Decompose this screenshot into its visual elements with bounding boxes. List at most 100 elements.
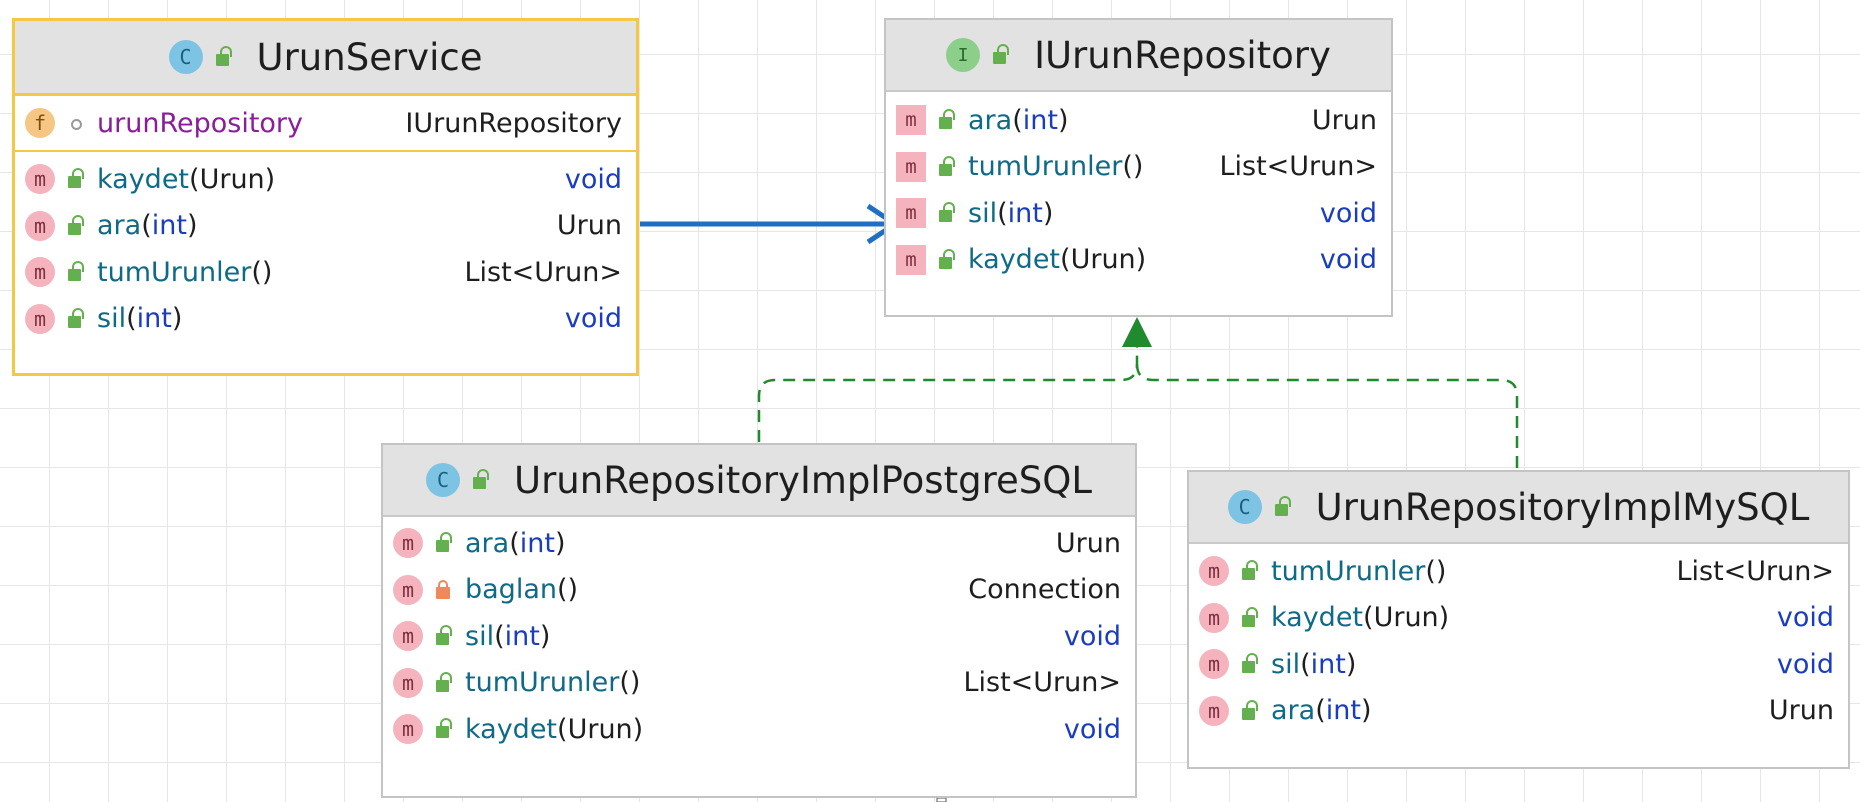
method-icon: m (896, 151, 926, 182)
params-open: ( (997, 197, 1008, 229)
param-type: Urun (567, 713, 633, 745)
param-type: Urun (199, 163, 265, 195)
method-icon: m (1199, 695, 1229, 726)
method-icon: m (896, 244, 926, 275)
method-signature: sil(int) (1271, 649, 1356, 680)
method-row-kaydet[interactable]: m kaydet(Urun) void (886, 237, 1391, 284)
method-name: ara (465, 527, 510, 559)
method-icon: m (1199, 556, 1229, 587)
public-lock-icon (433, 671, 455, 694)
private-lock-icon (433, 579, 455, 601)
params-close: ) (1345, 648, 1357, 680)
return-type: void (1319, 197, 1377, 229)
params-open: ( (126, 303, 137, 335)
method-name: kaydet (465, 713, 558, 745)
params-open: () (1425, 555, 1447, 587)
params-open: () (556, 574, 579, 606)
params-close: ) (632, 713, 644, 745)
method-signature: tumUrunler() (97, 257, 272, 288)
return-type: List<Urun> (963, 667, 1121, 699)
class-icon: C (168, 40, 203, 74)
association-arrow[interactable] (640, 203, 900, 245)
class-header: C UrunService (15, 21, 636, 96)
realization-edge-postgresql[interactable] (757, 345, 1139, 442)
params-close: ) (539, 620, 551, 652)
return-type: void (1776, 602, 1834, 634)
method-icon: m (1199, 649, 1229, 680)
method-name: ara (968, 104, 1013, 136)
class-name: UrunService (256, 35, 483, 79)
public-lock-icon (65, 214, 87, 237)
method-signature: tumUrunler() (968, 151, 1143, 182)
return-type: void (1319, 244, 1377, 276)
field-type: IUrunRepository (405, 107, 622, 139)
public-lock-icon (470, 469, 492, 491)
return-type: void (1063, 713, 1121, 745)
params-close: ) (1057, 104, 1069, 136)
class-name: UrunRepositoryImplMySQL (1315, 485, 1810, 529)
realization-arrowhead (1122, 317, 1152, 347)
params-open: ( (1363, 602, 1374, 634)
class-urunservice[interactable]: C UrunService f urunRepository IUrunRepo… (12, 18, 639, 376)
public-lock-icon (65, 261, 87, 283)
params-open: ( (509, 527, 520, 559)
method-name: tumUrunler (465, 667, 620, 699)
method-name: kaydet (97, 163, 190, 195)
params-open: () (251, 256, 273, 288)
method-name: tumUrunler (97, 256, 252, 288)
method-signature: ara(int) (465, 528, 566, 559)
method-icon: m (25, 257, 55, 288)
param-type-keyword: int (1310, 648, 1346, 680)
param-type-keyword: int (504, 620, 540, 652)
param-type-keyword: int (519, 527, 555, 559)
class-icon: C (426, 463, 461, 497)
params-close: ) (1438, 602, 1450, 634)
class-icon: C (1227, 490, 1262, 524)
public-lock-icon (1272, 496, 1294, 518)
method-row-tumurunler[interactable]: m tumUrunler() List<Urun> (15, 249, 636, 296)
method-signature: sil(int) (97, 303, 182, 334)
public-lock-icon (433, 625, 455, 647)
method-signature: kaydet(Urun) (97, 164, 275, 195)
field-row[interactable]: f urunRepository IUrunRepository (15, 96, 636, 152)
public-lock-icon (433, 718, 455, 740)
interface-header: I IUrunRepository (886, 20, 1391, 92)
class-header: C UrunRepositoryImplPostgreSQL (383, 445, 1135, 517)
realization-edge-mysql[interactable] (1135, 363, 1519, 468)
field-name: urunRepository (97, 107, 304, 139)
method-name: tumUrunler (1271, 555, 1426, 587)
return-type: List<Urun> (464, 256, 622, 288)
return-type: void (1063, 620, 1121, 652)
public-lock-icon (213, 46, 235, 68)
public-lock-icon (936, 202, 958, 224)
method-signature: kaydet(Urun) (968, 244, 1146, 275)
params-open: ( (1315, 695, 1326, 727)
params-close: ) (1135, 244, 1147, 276)
params-open: () (619, 667, 641, 699)
method-name: sil (1271, 648, 1301, 680)
method-name: sil (968, 197, 998, 229)
field-icon: f (25, 108, 55, 138)
method-signature: ara(int) (968, 105, 1069, 136)
